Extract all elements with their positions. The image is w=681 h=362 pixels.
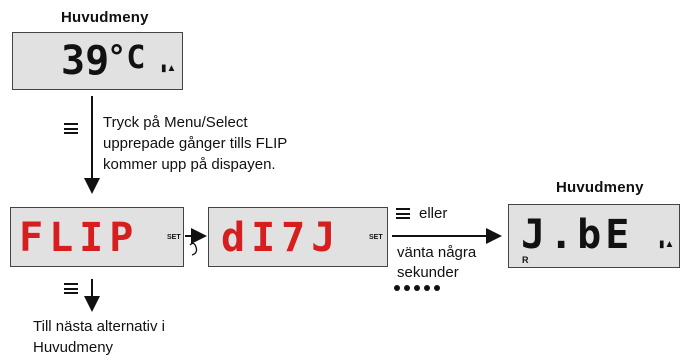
menu-button-icon <box>64 123 78 134</box>
thermometer-up-icon: ▮▲ <box>659 239 675 250</box>
menu-button-icon <box>396 208 410 219</box>
temperature-unit: °C <box>107 38 146 76</box>
flip-text: FLIP <box>19 215 140 261</box>
next-option-line-1: Till nästa alternativ i <box>33 318 165 335</box>
or-label: eller <box>419 205 448 222</box>
lcd-direction: dI7J SET <box>208 207 388 267</box>
wait-dots <box>394 285 440 291</box>
instruction-line-1: Tryck på Menu/Select <box>103 114 248 131</box>
temperature-value: 39 <box>61 38 110 84</box>
menu-button-icon <box>64 283 78 294</box>
direction-text: dI7J <box>221 215 342 261</box>
lcd-flip: FLIP SET <box>10 207 184 267</box>
result-text: J.bE <box>521 212 634 258</box>
direction-set-tag: SET <box>369 234 383 241</box>
flip-set-tag: SET <box>167 234 181 241</box>
top-title: Huvudmeny <box>61 9 149 26</box>
lcd-temperature: 39 °C ▮▲ <box>12 32 183 90</box>
wait-line-2: sekunder <box>397 264 459 281</box>
lcd-result: J.bE R ▮▲ <box>508 204 680 268</box>
instruction-line-3: kommer upp på dispayen. <box>103 156 276 173</box>
wait-line-1: vänta några <box>397 244 477 261</box>
instruction-line-2: upprepade gånger tills FLIP <box>103 135 288 152</box>
thermometer-up-icon: ▮▲ <box>161 63 177 74</box>
right-title: Huvudmeny <box>556 179 644 196</box>
result-r-tag: R <box>522 255 529 265</box>
rotate-small-icon <box>189 242 198 256</box>
next-option-line-2: Huvudmeny <box>33 339 114 356</box>
